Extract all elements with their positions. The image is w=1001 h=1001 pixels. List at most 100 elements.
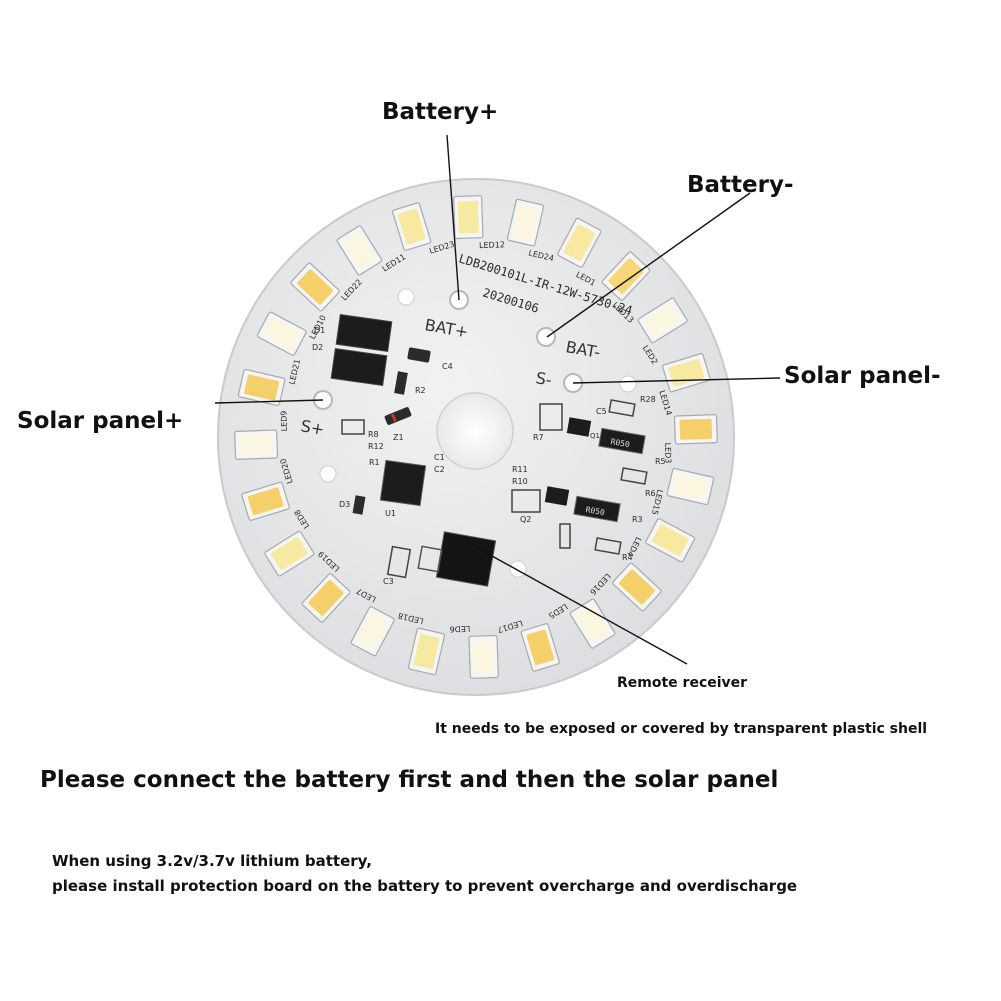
chip-u1 bbox=[379, 459, 427, 507]
c1-label: C1 bbox=[434, 453, 445, 462]
r12-label: R12 bbox=[368, 442, 384, 451]
led-led3 bbox=[673, 414, 718, 445]
led-label: LED3 bbox=[663, 442, 673, 463]
solar-plus-label: Solar panel+ bbox=[17, 408, 184, 434]
led-emitter bbox=[608, 258, 644, 295]
led-label: LED9 bbox=[279, 410, 289, 431]
s-plus-silk: S+ bbox=[299, 416, 326, 439]
battery-warning: When using 3.2v/3.7v lithium battery, pl… bbox=[52, 849, 952, 899]
transistor-q2 bbox=[544, 486, 570, 506]
c3-label: C3 bbox=[383, 577, 394, 586]
diode-d3 bbox=[352, 495, 366, 515]
r2-label: R2 bbox=[415, 386, 426, 395]
solar-minus-leader bbox=[572, 377, 781, 384]
led-led16 bbox=[612, 562, 662, 612]
zener-z1 bbox=[384, 407, 412, 425]
zener-band bbox=[390, 413, 397, 422]
led-emitter bbox=[563, 224, 596, 262]
led-led20 bbox=[241, 481, 290, 521]
remote-receiver-leader bbox=[473, 545, 688, 665]
diode-d1 bbox=[335, 313, 393, 353]
led-emitter bbox=[651, 524, 689, 557]
led-emitter bbox=[397, 208, 426, 245]
r7-label: R7 bbox=[533, 433, 544, 442]
u1-label: U1 bbox=[385, 509, 396, 518]
remote-receiver-module bbox=[435, 531, 497, 587]
led-led15 bbox=[666, 467, 715, 506]
r5-label: R5 bbox=[655, 457, 666, 466]
q1-label: Q1 bbox=[590, 432, 600, 440]
led-led17 bbox=[520, 623, 560, 672]
d1-label: D1 bbox=[314, 326, 325, 335]
shunt-bottom-code: R050 bbox=[585, 505, 606, 517]
resistor-r6 bbox=[620, 467, 648, 485]
led-emitter bbox=[473, 640, 495, 674]
warning-line-1: When using 3.2v/3.7v lithium battery, bbox=[52, 852, 372, 870]
led-emitter bbox=[644, 304, 681, 337]
led-led1 bbox=[557, 217, 602, 268]
center-hole bbox=[436, 392, 514, 470]
led-led11 bbox=[336, 225, 383, 276]
r28-label: R28 bbox=[640, 395, 656, 404]
led-led6 bbox=[468, 634, 499, 679]
r6-label: R6 bbox=[645, 489, 656, 498]
r1-label: R1 bbox=[369, 458, 380, 467]
led-led24 bbox=[506, 198, 545, 247]
battery-plus-label: Battery+ bbox=[382, 99, 499, 125]
led-led19 bbox=[301, 573, 351, 623]
led-led4 bbox=[645, 518, 696, 563]
cap-c4 bbox=[407, 347, 431, 363]
led-emitter bbox=[297, 269, 334, 305]
battery-plus-leader bbox=[446, 134, 460, 301]
s-minus-silk: S- bbox=[534, 368, 553, 389]
led-emitter bbox=[244, 374, 280, 401]
solar-minus-label: Solar panel- bbox=[784, 363, 941, 389]
led-emitter bbox=[271, 537, 308, 570]
receiver-pins bbox=[417, 545, 443, 573]
led-led23 bbox=[392, 202, 432, 251]
callout-lines bbox=[214, 134, 781, 665]
led-led2 bbox=[637, 297, 688, 344]
pad-group-right bbox=[539, 403, 563, 431]
pad-group bbox=[341, 419, 365, 435]
q2-label: Q2 bbox=[520, 515, 531, 524]
led-emitter bbox=[512, 205, 539, 241]
exposure-note: It needs to be exposed or covered by tra… bbox=[435, 721, 928, 737]
led-emitter bbox=[672, 473, 708, 500]
led-emitter bbox=[343, 232, 376, 269]
shunt-resistor-bottom bbox=[573, 495, 621, 523]
cap-right bbox=[559, 523, 571, 549]
led-emitter bbox=[308, 579, 344, 616]
r11-label: R11 bbox=[512, 465, 528, 474]
led-emitter bbox=[239, 434, 273, 456]
shunt-resistor-top bbox=[598, 427, 646, 455]
left-components: D1 D2 C4 R2 Z1 R12 R8 U1 C1 C2 R1 D3 C3 bbox=[312, 313, 497, 587]
r3-label: R3 bbox=[632, 515, 643, 524]
led-emitter bbox=[618, 569, 655, 605]
c5-label: C5 bbox=[596, 407, 607, 416]
r8-label: R8 bbox=[368, 430, 379, 439]
mount-hole bbox=[397, 288, 415, 306]
transistor-q1 bbox=[566, 417, 592, 437]
led-emitter bbox=[413, 633, 440, 669]
resistor-r4 bbox=[594, 537, 622, 555]
led-label: LED12 bbox=[479, 240, 505, 250]
right-components: C5 R7 R28 R050 R5 R6 Q1 Q2 R11 R10 R050 … bbox=[511, 395, 666, 562]
led-emitter bbox=[576, 605, 609, 642]
led-emitter bbox=[457, 200, 479, 234]
cap-c3 bbox=[386, 545, 412, 579]
led-emitter bbox=[679, 418, 713, 440]
led-led14 bbox=[662, 353, 711, 393]
led-led22 bbox=[290, 262, 340, 312]
mount-hole bbox=[619, 375, 637, 393]
mount-hole bbox=[509, 560, 527, 578]
led-led10 bbox=[256, 311, 307, 356]
shunt-top-code: R050 bbox=[610, 437, 631, 449]
instruction-heading: Please connect the battery first and the… bbox=[40, 767, 779, 793]
bat-minus-pad bbox=[536, 327, 556, 347]
resistor-r2 bbox=[394, 371, 408, 395]
solar-plus-leader bbox=[214, 399, 324, 404]
led-emitter bbox=[263, 317, 301, 350]
led-led7 bbox=[350, 606, 395, 657]
